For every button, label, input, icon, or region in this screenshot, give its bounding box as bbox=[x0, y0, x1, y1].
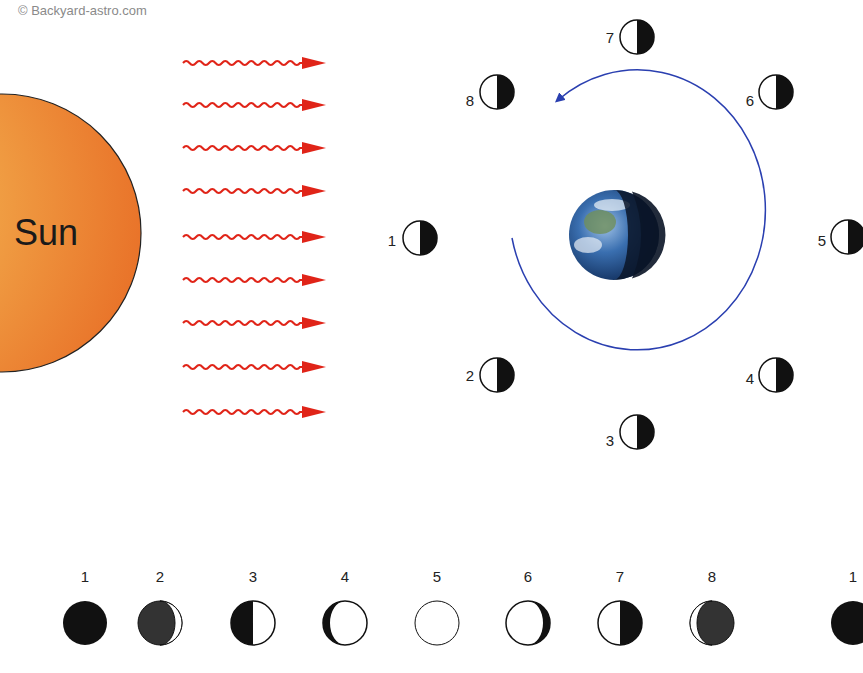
light-ray bbox=[183, 321, 304, 325]
callout-number: 8 bbox=[466, 93, 474, 108]
callout-number: 6 bbox=[524, 569, 532, 584]
callout-number: 8 bbox=[708, 569, 716, 584]
moon-dark-half bbox=[637, 20, 654, 54]
ray-head bbox=[302, 185, 326, 197]
sun-disc bbox=[0, 94, 141, 372]
ray-head bbox=[302, 57, 326, 69]
ray-head bbox=[302, 274, 326, 286]
callout-number: 6 bbox=[746, 93, 754, 108]
sunlight-rays bbox=[183, 57, 326, 418]
dark-half bbox=[231, 601, 253, 645]
orbit-arrow bbox=[512, 70, 765, 350]
first-quarter bbox=[231, 601, 275, 645]
light-ray bbox=[183, 189, 304, 193]
ray-head bbox=[302, 317, 326, 329]
waning-gibbous bbox=[506, 601, 550, 645]
crescent-lit bbox=[690, 601, 712, 645]
light-ray bbox=[183, 61, 304, 65]
moon-dark-half bbox=[776, 358, 793, 392]
moon-dark-half bbox=[497, 75, 514, 109]
moon-dark-half bbox=[776, 75, 793, 109]
callout-number: 3 bbox=[606, 433, 614, 448]
callout-number: 4 bbox=[341, 569, 349, 584]
crescent-lit bbox=[160, 601, 182, 645]
callout-number: 4 bbox=[746, 371, 754, 386]
moon-dark-half bbox=[637, 415, 654, 449]
dark-crescent bbox=[528, 601, 550, 645]
light-ray bbox=[183, 365, 304, 369]
callout-number: 1 bbox=[388, 233, 396, 248]
moon bbox=[831, 220, 863, 254]
light-ray bbox=[183, 103, 304, 107]
waning-crescent bbox=[690, 601, 734, 645]
moon bbox=[759, 358, 793, 392]
last-quarter bbox=[598, 601, 642, 645]
moon-dark-half bbox=[497, 358, 514, 392]
light-ray bbox=[183, 278, 304, 282]
callout-number: 5 bbox=[433, 569, 441, 584]
dark-half bbox=[620, 601, 642, 645]
phase-row bbox=[63, 601, 863, 645]
new-moon bbox=[63, 601, 107, 645]
new-moon bbox=[831, 601, 863, 645]
moon bbox=[759, 75, 793, 109]
callout-number: 1 bbox=[849, 569, 857, 584]
waxing-gibbous bbox=[323, 601, 367, 645]
light-ray bbox=[183, 410, 304, 414]
earth bbox=[569, 190, 665, 280]
ray-head bbox=[302, 406, 326, 418]
callout-number: 7 bbox=[606, 30, 614, 45]
full-moon bbox=[415, 601, 459, 645]
moon bbox=[620, 20, 654, 54]
light-ray bbox=[183, 235, 304, 239]
callout-number: 7 bbox=[616, 569, 624, 584]
moon bbox=[480, 358, 514, 392]
callout-number: 1 bbox=[81, 569, 89, 584]
callout-number: 5 bbox=[818, 233, 826, 248]
callout-number: 2 bbox=[466, 368, 474, 383]
ray-head bbox=[302, 361, 326, 373]
moon bbox=[480, 75, 514, 109]
sun-circle: Sun bbox=[0, 93, 142, 373]
watermark: © Backyard-astro.com bbox=[18, 4, 147, 17]
moon-dark-half bbox=[420, 221, 437, 255]
sun-label: Sun bbox=[14, 212, 78, 254]
ray-head bbox=[302, 142, 326, 154]
ray-head bbox=[302, 231, 326, 243]
dark-crescent bbox=[323, 601, 345, 645]
waxing-crescent bbox=[138, 601, 182, 645]
ray-head bbox=[302, 99, 326, 111]
orbit-moons bbox=[403, 20, 863, 449]
moon bbox=[403, 221, 437, 255]
moon bbox=[620, 415, 654, 449]
callout-number: 3 bbox=[249, 569, 257, 584]
callout-number: 2 bbox=[156, 569, 164, 584]
light-ray bbox=[183, 146, 304, 150]
moon-dark-half bbox=[848, 220, 863, 254]
